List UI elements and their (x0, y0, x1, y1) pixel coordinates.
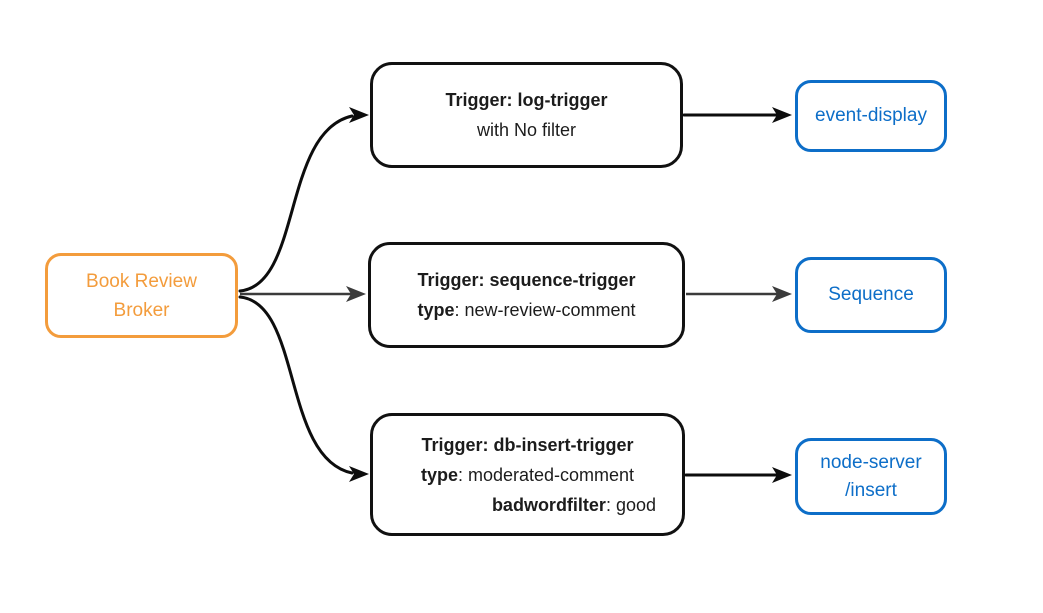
trigger-title: Trigger: db-insert-trigger (373, 430, 682, 460)
broker-label-line2: Broker (113, 299, 170, 321)
destination-label-line2: /insert (845, 479, 897, 501)
edge-broker-to-db-insert-trigger (238, 295, 354, 475)
filter-value: : moderated-comment (457, 464, 635, 485)
trigger-filter-attribute: type: new-review-comment (371, 295, 682, 325)
arrowhead-db-insert-trigger (349, 466, 369, 482)
trigger-filter-attribute: badwordfilter: good (373, 490, 682, 520)
arrowhead-node-server (772, 467, 792, 483)
filter-key: type (417, 300, 455, 320)
trigger-title: Trigger: log-trigger (373, 85, 680, 115)
trigger-node-log-trigger: Trigger: log-trigger with No filter (370, 62, 683, 168)
edge-broker-to-log-trigger (238, 114, 354, 293)
filter-value: : new-review-comment (454, 300, 636, 320)
destination-node-node-server-insert: node-server /insert (795, 438, 947, 515)
trigger-title: Trigger: sequence-trigger (371, 265, 682, 295)
broker-label-line1: Book Review (86, 270, 197, 292)
trigger-title-text: Trigger: log-trigger (445, 90, 608, 110)
trigger-title-text: Trigger: db-insert-trigger (421, 434, 634, 455)
trigger-title-text: Trigger: sequence-trigger (417, 270, 636, 290)
filter-value: : good (605, 494, 656, 515)
trigger-filter-text: with No filter (476, 120, 577, 140)
trigger-node-sequence-trigger: Trigger: sequence-trigger type: new-revi… (368, 242, 685, 348)
arrowhead-event-display (772, 107, 792, 123)
destination-label: event-display (815, 105, 927, 126)
arrowhead-log-trigger (349, 107, 369, 123)
arrowhead-sequence (772, 286, 792, 302)
destination-node-event-display: event-display (795, 80, 947, 152)
filter-key: type (420, 464, 458, 485)
arrowhead-sequence-trigger (346, 286, 366, 302)
destination-label: Sequence (828, 284, 914, 305)
broker-node: Book Review Broker (45, 253, 238, 338)
filter-key: badwordfilter (491, 494, 606, 515)
trigger-node-db-insert-trigger: Trigger: db-insert-trigger type: moderat… (370, 413, 685, 536)
destination-node-sequence: Sequence (795, 257, 947, 333)
trigger-filter-attribute: type: moderated-comment (373, 460, 682, 490)
destination-label-line1: node-server (820, 451, 922, 473)
